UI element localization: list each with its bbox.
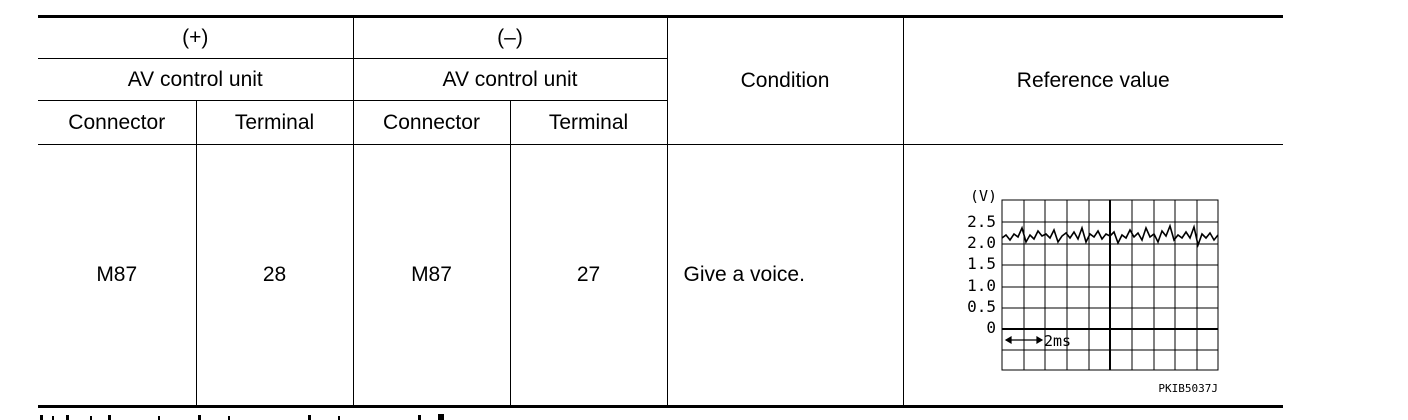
y-tick-label: 2.5 <box>967 212 996 231</box>
scope-y-ticks: 2.5 2.0 1.5 1.0 0.5 0 <box>967 212 996 337</box>
reference-value-cell: (V) 2.5 2.0 1.5 1.0 0.5 0 2ms PKIB5037J <box>902 144 1284 407</box>
minus-unit-header: AV control unit <box>352 58 668 101</box>
minus-connector-header: Connector <box>352 100 511 145</box>
reference-value-table: (+) (–) Condition Reference value AV con… <box>38 15 1284 408</box>
reference-value-header: Reference value <box>902 16 1284 145</box>
minus-header: (–) <box>352 16 668 59</box>
y-tick-label: 0 <box>986 318 996 337</box>
plus-connector-header: Connector <box>38 100 197 145</box>
y-tick-label: 1.0 <box>967 276 996 295</box>
minus-connector-value: M87 <box>352 144 511 407</box>
minus-terminal-value: 27 <box>509 144 668 407</box>
y-tick-label: 0.5 <box>967 297 996 316</box>
y-tick-label: 1.5 <box>967 254 996 273</box>
voltage-trace <box>1001 223 1219 248</box>
time-scale-indicator <box>1004 335 1043 345</box>
oscilloscope-waveform: (V) 2.5 2.0 1.5 1.0 0.5 0 2ms PKIB5037J <box>967 190 1219 395</box>
cropped-text-fragment <box>40 414 444 420</box>
scope-grid <box>1001 199 1219 371</box>
minus-terminal-header: Terminal <box>509 100 668 145</box>
plus-terminal-value: 28 <box>195 144 354 407</box>
condition-header: Condition <box>666 16 904 145</box>
plus-terminal-header: Terminal <box>195 100 354 145</box>
plus-unit-header: AV control unit <box>38 58 354 101</box>
condition-value: Give a voice. <box>666 144 904 407</box>
plus-header: (+) <box>38 16 354 59</box>
y-tick-label: 2.0 <box>967 233 996 252</box>
figure-code: PKIB5037J <box>1158 382 1218 395</box>
time-scale-label: 2ms <box>1044 332 1071 350</box>
scope-unit-label: (V) <box>970 190 997 205</box>
plus-connector-value: M87 <box>38 144 197 407</box>
